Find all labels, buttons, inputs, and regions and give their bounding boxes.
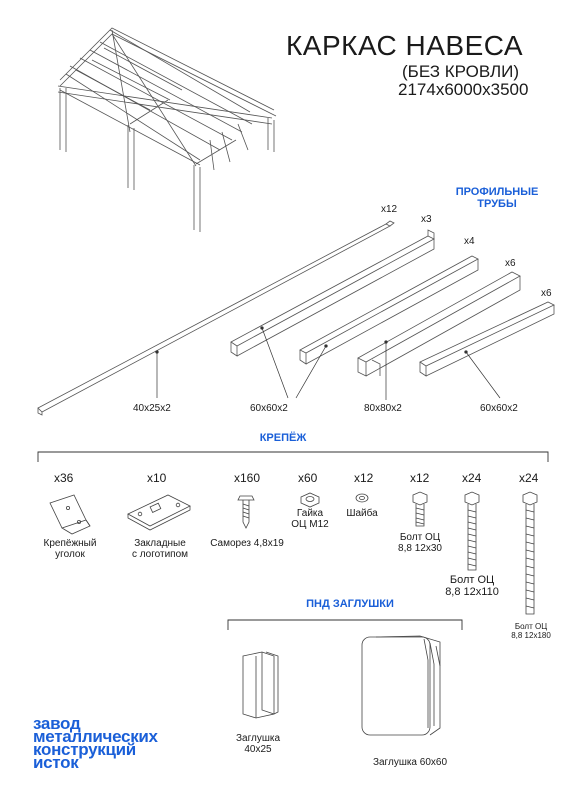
fastener-label-bolt180-line2: 8,8 12x180 <box>511 631 551 640</box>
cap-label-40x25-line2: 40x25 <box>244 744 272 755</box>
fastener-label-corner-line2: уголок <box>55 549 85 560</box>
fastener-label-screw: Саморез 4,8x19 <box>210 538 284 549</box>
fastener-label-bolt180-line1: Болт ОЦ <box>514 622 548 631</box>
pipe-80x80-b-illustration <box>357 271 521 377</box>
pipe-label-60x60-b: 60x60x2 <box>480 403 518 414</box>
caps-section-title: ПНД ЗАГЛУШКИ <box>306 598 394 610</box>
cap-60x60-illustration <box>361 635 441 736</box>
canopy-frame-illustration <box>57 27 277 232</box>
corner-bracket-illustration <box>49 494 91 535</box>
brand-line2: металлических <box>33 727 158 746</box>
fastener-label-plate: Закладные с логотипом <box>115 538 205 560</box>
pipe-label-60x60-a: 60x60x2 <box>250 403 288 414</box>
brand-line4: исток <box>33 753 79 772</box>
pipe-label-80x80: 80x80x2 <box>364 403 402 414</box>
fastener-qty-bolt30: x12 <box>410 471 430 485</box>
pipe-label-40x25: 40x25x2 <box>133 403 171 414</box>
fastener-label-bolt30-line2: 8,8 12x30 <box>398 543 442 554</box>
fasteners-section-title: КРЕПЁЖ <box>259 432 307 444</box>
pipe-qty-1: x12 <box>381 204 398 215</box>
fastener-label-corner-line1: Крепёжный <box>43 538 97 549</box>
pipe-60x60-b-illustration <box>419 301 555 377</box>
cap-label-40x25-line1: Заглушка <box>235 733 281 744</box>
washer-illustration <box>355 493 369 503</box>
fastener-label-bolt180: Болт ОЦ 8,8 12x180 <box>505 622 557 640</box>
fastener-qty-screw: x160 <box>234 471 261 485</box>
brand-logo: завод металлических конструкций исток <box>33 714 158 772</box>
fastener-qty-bolt180: x24 <box>519 471 539 485</box>
pipe-40x25-illustration <box>37 220 395 416</box>
embedded-plate-illustration <box>127 494 191 531</box>
bolt-12x30-illustration <box>412 491 428 527</box>
fastener-label-nut-line1: Гайка <box>296 508 324 519</box>
fastener-label-plate-line1: Закладные <box>134 538 186 549</box>
fastener-qty-nut: x60 <box>298 471 318 485</box>
brand-line1: завод <box>33 714 81 733</box>
pipe-60x60-a-illustration <box>230 229 435 357</box>
pipe-80x80-a-illustration <box>299 255 479 365</box>
fastener-qty-corner: x36 <box>54 471 74 485</box>
fastener-label-bolt30-line1: Болт ОЦ <box>399 532 441 543</box>
fastener-label-nut: Гайка ОЦ М12 <box>284 508 336 530</box>
page-dimensions: 2174x6000x3500 <box>398 80 529 99</box>
fastener-label-bolt110-line2: 8,8 12x110 <box>445 586 499 598</box>
cap-40x25-illustration <box>242 651 279 719</box>
fastener-label-bolt110-line1: Болт ОЦ <box>449 574 495 586</box>
brand-line3: конструкций <box>33 740 136 759</box>
pipe-qty-3: x4 <box>464 236 475 247</box>
pipes-section-title: ПРОФИЛЬНЫЕ ТРУБЫ <box>452 186 542 210</box>
nut-illustration <box>300 492 320 508</box>
bolt-12x110-illustration <box>464 491 480 571</box>
fastener-label-bolt30: Болт ОЦ 8,8 12x30 <box>390 532 450 554</box>
page-subtitle: (БЕЗ КРОВЛИ) <box>402 62 520 81</box>
fastener-qty-bolt110: x24 <box>462 471 482 485</box>
cap-label-40x25: Заглушка 40x25 <box>228 733 288 755</box>
fastener-label-plate-line2: с логотипом <box>131 549 189 560</box>
cap-label-60x60: Заглушка 60x60 <box>372 757 448 768</box>
fastener-label-bolt110: Болт ОЦ 8,8 12x110 <box>440 574 504 598</box>
pipe-qty-2: x3 <box>421 214 432 225</box>
fastener-label-nut-line2: ОЦ М12 <box>291 519 329 530</box>
fastener-qty-plate: x10 <box>147 471 167 485</box>
page-title: КАРКАС НАВЕСА <box>286 30 524 61</box>
bolt-12x180-illustration <box>522 491 538 615</box>
pipe-qty-5: x6 <box>541 288 552 299</box>
pipe-qty-4: x6 <box>505 258 516 269</box>
fastener-qty-washer: x12 <box>354 471 374 485</box>
fastener-label-corner: Крепёжный уголок <box>30 538 110 560</box>
fastener-label-washer: Шайба <box>346 508 378 519</box>
pipes-section-title-line2: ТРУБЫ <box>477 198 517 210</box>
pipes-section-title-line1: ПРОФИЛЬНЫЕ <box>455 186 539 198</box>
screw-illustration <box>237 495 255 529</box>
